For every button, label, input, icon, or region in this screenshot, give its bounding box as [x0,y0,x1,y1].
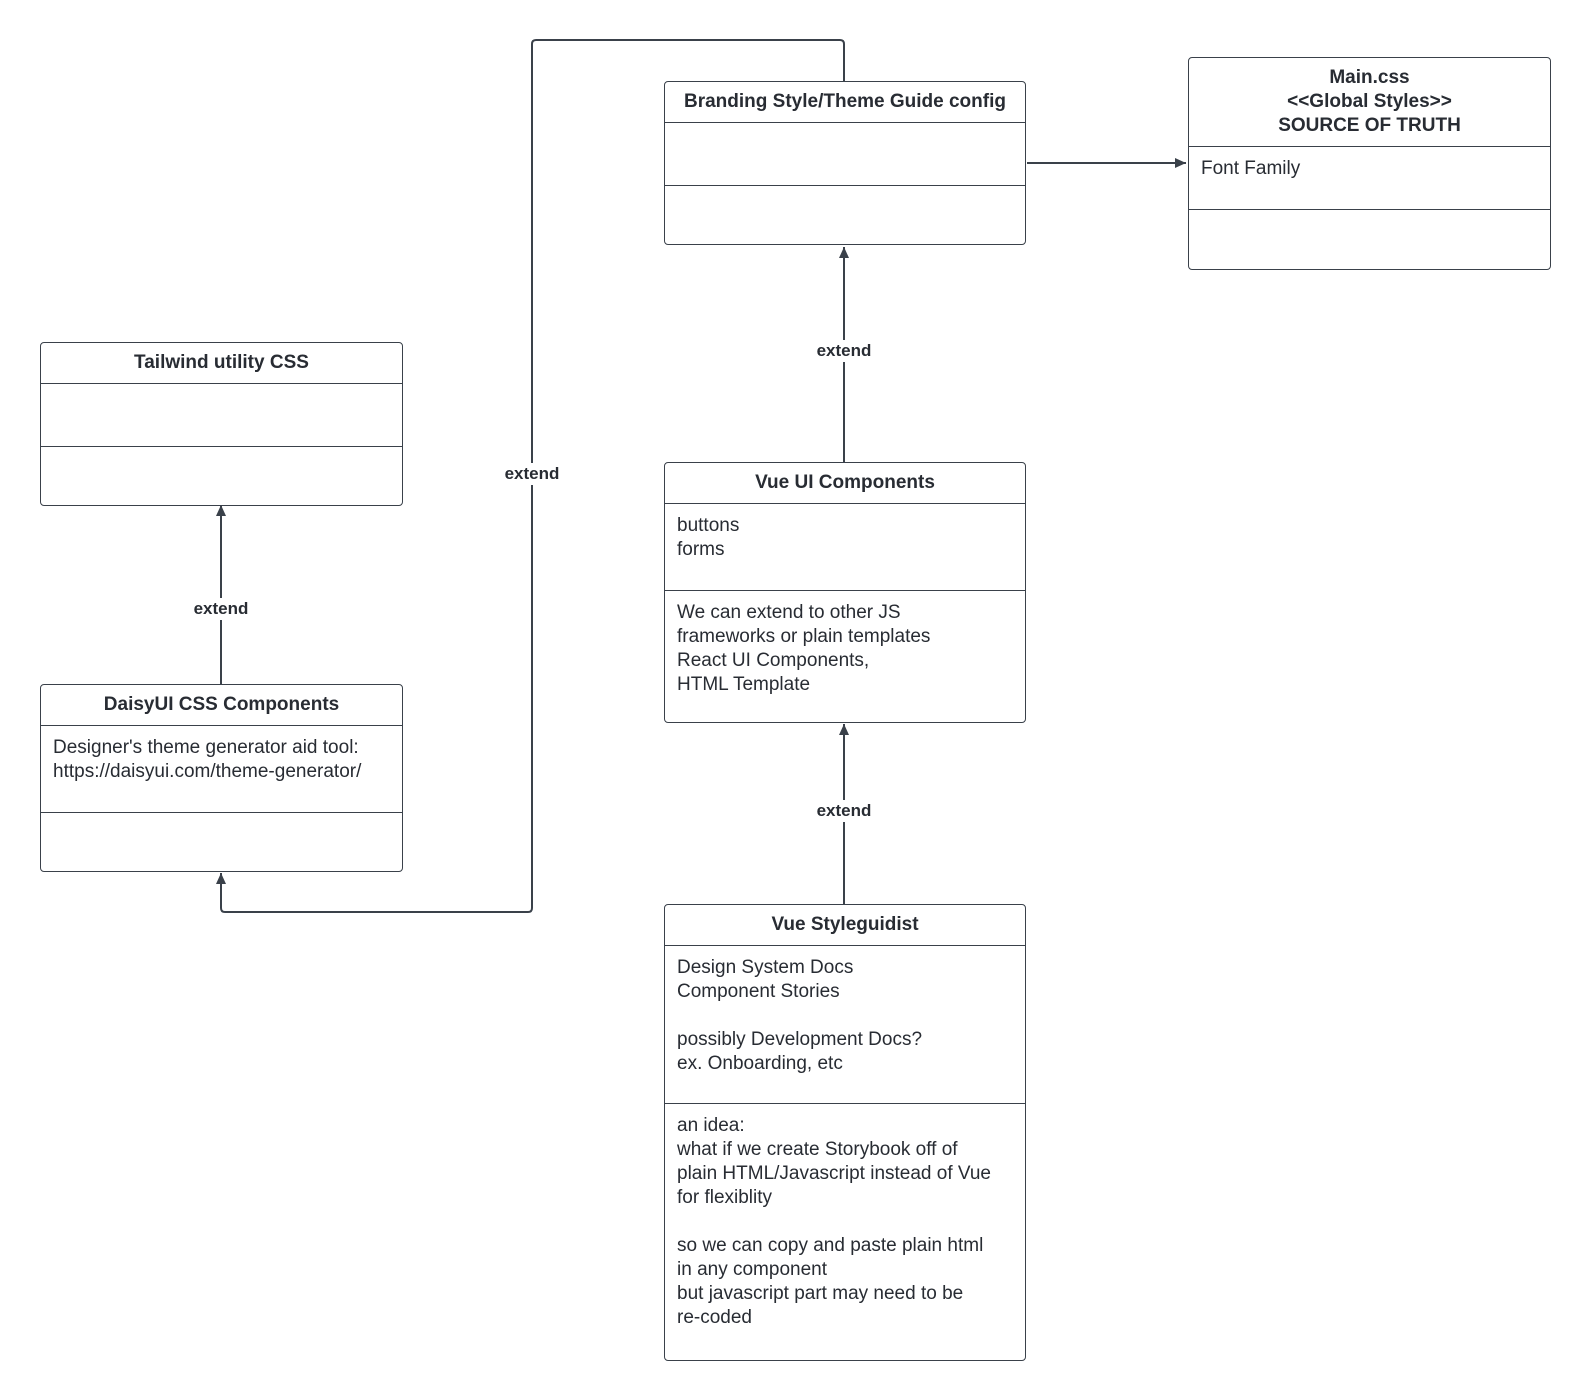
attributes-section: Designer's theme generator aid tool: htt… [41,726,402,812]
attribute-item: Designer's theme generator aid tool: [53,737,359,758]
operation-item: frameworks or plain templates [677,626,931,647]
operation-item: HTML Template [677,674,811,695]
operation-item: in any component [677,1259,827,1280]
attribute-item: buttons [677,515,740,536]
operations-section [41,812,402,871]
uml-class-daisyui[interactable]: DaisyUI CSS Components Designer's theme … [40,684,403,872]
attributes-section [41,384,402,446]
class-header: DaisyUI CSS Components [41,685,402,726]
attribute-item: Design System Docs [677,957,854,978]
operations-section [41,446,402,505]
class-title: DaisyUI CSS Components [103,694,340,715]
operation-item: an idea: [677,1115,745,1136]
operations-section [1189,209,1550,269]
class-title: Branding Style/Theme Guide config [684,91,1006,112]
attribute-spacer [677,1004,1013,1028]
operation-item: plain HTML/Javascript instead of Vue [677,1163,992,1184]
operations-section [665,185,1025,244]
uml-class-tailwind[interactable]: Tailwind utility CSS [40,342,403,506]
attribute-item: Font Family [1201,158,1301,179]
uml-class-vue-styleguidist[interactable]: Vue Styleguidist Design System Docs Comp… [664,904,1026,1361]
operation-item: what if we create Storybook off of [677,1139,958,1160]
attributes-section [665,123,1025,185]
attributes-section: Font Family [1189,147,1550,209]
attributes-section: Design System Docs Component Stories pos… [665,946,1025,1103]
attribute-item: possibly Development Docs? [677,1029,923,1050]
class-title-line: SOURCE OF TRUTH [1278,115,1461,136]
attribute-item: forms [677,539,725,560]
operations-section: an idea: what if we create Storybook off… [665,1103,1025,1360]
edge-label-vue-branding: extend [814,340,874,362]
operation-item: so we can copy and paste plain html [677,1235,984,1256]
uml-class-branding-config[interactable]: Branding Style/Theme Guide config [664,81,1026,245]
class-title-line: Main.css [1329,67,1410,88]
attribute-link[interactable]: https://daisyui.com/theme-generator/ [53,761,362,782]
class-title: Vue Styleguidist [771,914,919,935]
edge-label-branding-daisyui: extend [502,463,562,485]
class-stereotype: <<Global Styles>> [1287,91,1452,112]
operation-item: We can extend to other JS [677,602,901,623]
operation-item: React UI Components, [677,650,870,671]
class-header: Tailwind utility CSS [41,343,402,384]
edge-label-styleguidist-vue: extend [814,800,874,822]
operation-item: for flexiblity [677,1187,773,1208]
class-title: Vue UI Components [755,472,935,493]
edge-label-daisyui-tailwind: extend [191,598,251,620]
operation-item: re-coded [677,1307,752,1328]
uml-class-main-css[interactable]: Main.css <<Global Styles>> SOURCE OF TRU… [1188,57,1551,270]
class-header: Vue UI Components [665,463,1025,504]
class-header: Vue Styleguidist [665,905,1025,946]
class-header: Branding Style/Theme Guide config [665,82,1025,123]
class-header: Main.css <<Global Styles>> SOURCE OF TRU… [1189,58,1550,147]
class-title: Tailwind utility CSS [134,352,309,373]
attribute-item: ex. Onboarding, etc [677,1053,843,1074]
operation-item: but javascript part may need to be [677,1283,964,1304]
operation-spacer [677,1210,1013,1234]
attribute-item: Component Stories [677,981,840,1002]
uml-class-vue-ui-components[interactable]: Vue UI Components buttons forms We can e… [664,462,1026,723]
operations-section: We can extend to other JS frameworks or … [665,590,1025,722]
attributes-section: buttons forms [665,504,1025,590]
